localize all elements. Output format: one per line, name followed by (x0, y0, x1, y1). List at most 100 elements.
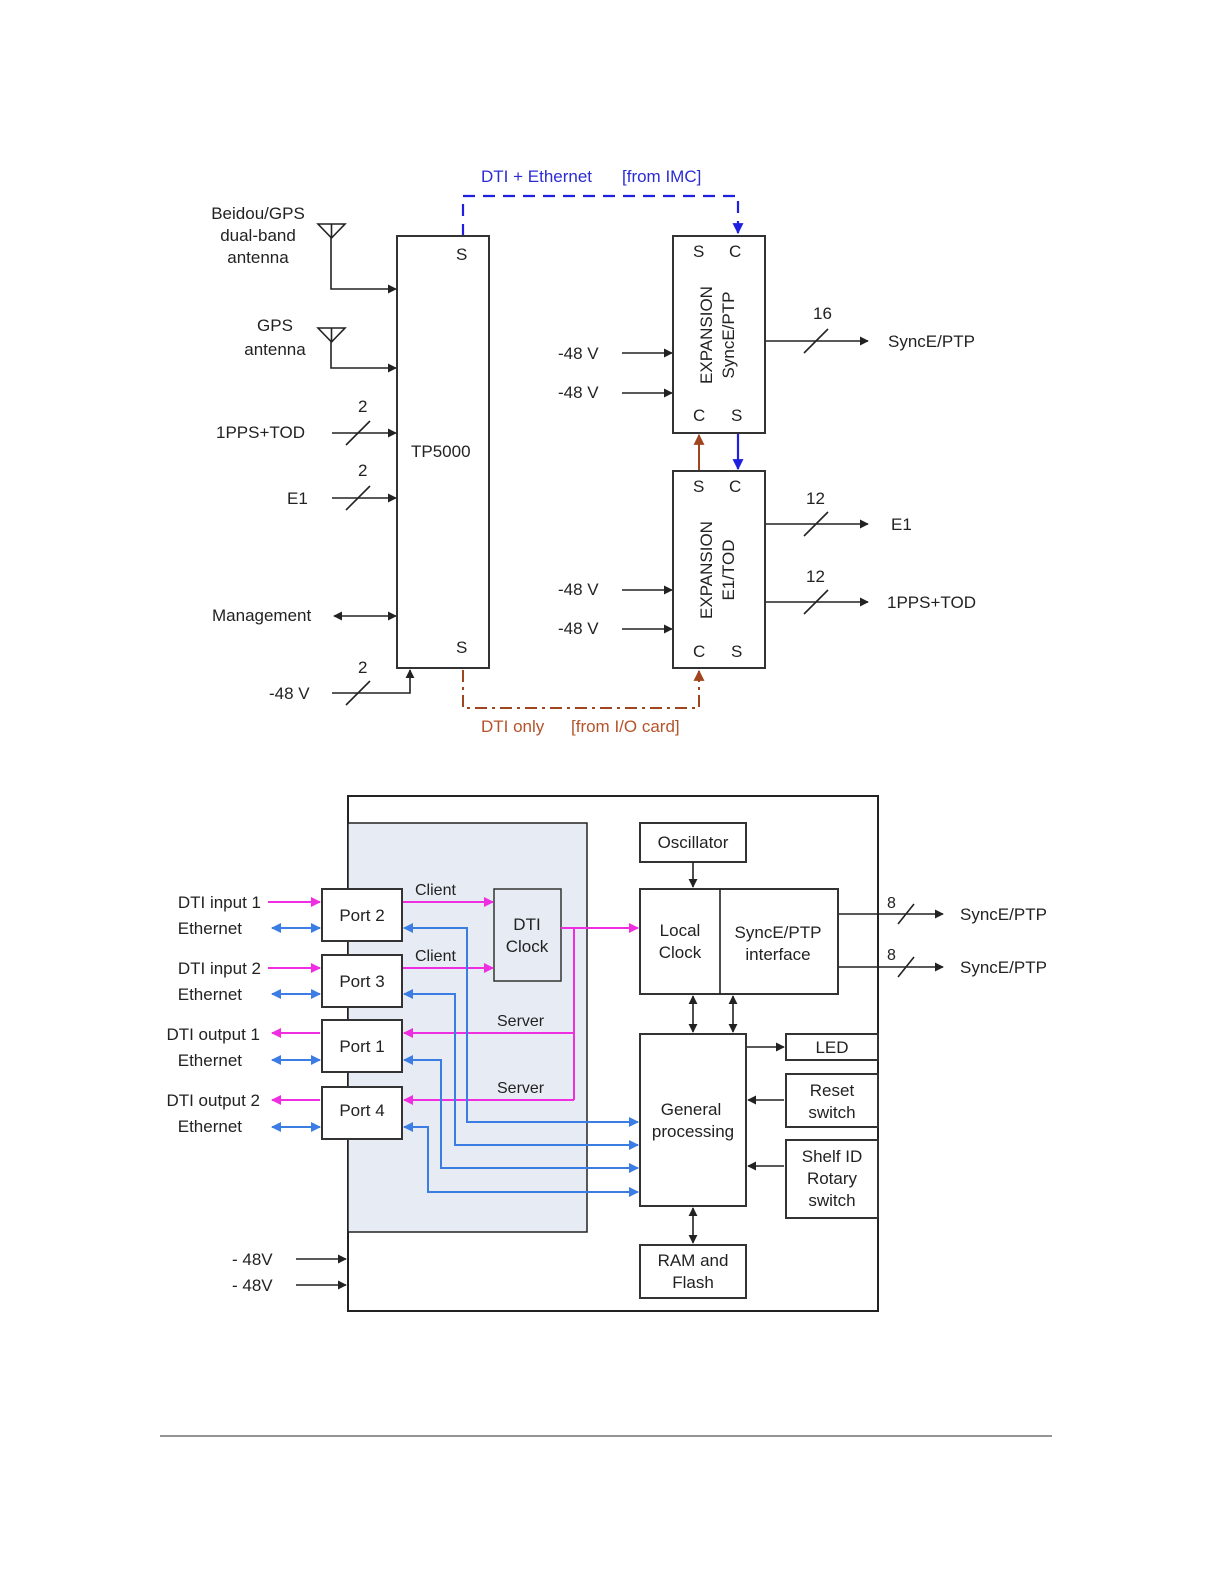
led-box (785, 1033, 879, 1061)
pps-output-count: 12 (806, 567, 825, 586)
port-3-box (321, 954, 403, 1008)
expansion-ptp-s-bottom: S (731, 406, 742, 425)
tp5000-label: TP5000 (411, 442, 471, 461)
expansion-ptp-box (672, 235, 766, 434)
dti-only-link (462, 669, 705, 709)
local-clock-line2: Clock (659, 943, 702, 962)
expansion-e1-s-bottom: S (731, 642, 742, 661)
e1-power-1-label: -48 V (558, 580, 599, 599)
board-power-1-label: - 48V (232, 1250, 273, 1269)
dti-ethernet-link (461, 194, 744, 236)
port-2-box (321, 888, 403, 942)
reset-switch-line1: Reset (810, 1081, 855, 1100)
e1-bus-slash (345, 485, 371, 511)
e1-output-slash (803, 511, 829, 537)
server-label-1: Server (497, 1013, 545, 1030)
tp5000-power-count: 2 (358, 658, 367, 677)
pps-tod-input-label: 1PPS+TOD (216, 423, 305, 442)
beidou-antenna-icon (316, 223, 347, 240)
reset-switch-box (785, 1073, 879, 1128)
port-4-label: Port 4 (339, 1101, 384, 1120)
expansion-ptp-label-line1: EXPANSION (697, 286, 716, 384)
port-3-label: Port 3 (339, 972, 384, 991)
from-imc-label: [from IMC] (622, 167, 701, 186)
tp5000-s-top: S (456, 245, 467, 264)
e1-input-label: E1 (287, 489, 308, 508)
synce-output-2-slash (897, 956, 915, 978)
clock-interface-box (639, 888, 839, 995)
from-io-card-label: [from I/O card] (571, 717, 680, 736)
diagram-expansion-board: Port 2 Port 3 Port 1 Port 4 DTI input 1 … (166, 795, 1047, 1312)
synce-output-slash (803, 328, 829, 354)
beidou-antenna-line3: antenna (227, 248, 289, 267)
shelf-id-line3: switch (808, 1191, 855, 1210)
client-label-1: Client (415, 882, 456, 899)
tp5000-power-slash (345, 680, 371, 706)
port-2-label: Port 2 (339, 906, 384, 925)
expansion-ptp-c-bottom: C (693, 406, 705, 425)
expansion-ptp-label-line2: SyncE/PTP (719, 292, 738, 379)
e1-output-label: E1 (891, 515, 912, 534)
dti-ethernet-label: DTI + Ethernet (481, 167, 592, 186)
pps-output-slash (803, 589, 829, 615)
client-label-2: Client (415, 948, 456, 965)
port-4-box (321, 1086, 403, 1140)
port-1-label: Port 1 (339, 1037, 384, 1056)
ram-flash-line1: RAM and (658, 1251, 729, 1270)
pps-tod-count: 2 (358, 397, 367, 416)
general-processing-line2: processing (652, 1122, 734, 1141)
shelf-id-line2: Rotary (807, 1169, 858, 1188)
expansion-e1-c-top: C (729, 477, 741, 496)
tp5000-power-label: -48 V (269, 684, 310, 703)
synce-output-1-count: 8 (887, 895, 896, 912)
gps-antenna-icon (316, 327, 347, 344)
pps-tod-bus-slash (345, 420, 371, 446)
dti-clock-box (493, 888, 562, 982)
synce-output-1-slash (897, 903, 915, 925)
ethernet-path-port-4 (403, 1122, 639, 1197)
port-1-box (321, 1019, 403, 1073)
tp5000-s-bottom: S (456, 638, 467, 657)
synce-output-1-label: SyncE/PTP (960, 905, 1047, 924)
dti-clock-line1: DTI (513, 915, 540, 934)
ethernet-port-3-label: Ethernet (178, 985, 243, 1004)
tp5000-power-arrow (332, 669, 415, 694)
dti-input-1-label: DTI input 1 (178, 893, 261, 912)
expansion-e1-box (672, 470, 766, 669)
pps-output-label: 1PPS+TOD (887, 593, 976, 612)
synce-output-count: 16 (813, 304, 832, 323)
general-processing-box (639, 1033, 747, 1207)
ptp-power-1-label: -48 V (558, 344, 599, 363)
local-clock-line1: Local (660, 921, 701, 940)
gps-antenna-link (330, 342, 397, 373)
dti-output-1-label: DTI output 1 (166, 1025, 260, 1044)
synce-output-2-label: SyncE/PTP (960, 958, 1047, 977)
expansion-e1-c-bottom: C (693, 642, 705, 661)
e1-output-count: 12 (806, 489, 825, 508)
synce-interface-line1: SyncE/PTP (735, 923, 822, 942)
shelf-id-switch-box (785, 1139, 879, 1219)
shelf-id-line1: Shelf ID (802, 1147, 862, 1166)
board-power-2-label: - 48V (232, 1276, 273, 1295)
expansion-e1-label-line1: EXPANSION (697, 521, 716, 619)
dti-input-2-label: DTI input 2 (178, 959, 261, 978)
e1-input-count: 2 (358, 461, 367, 480)
synce-output-label: SyncE/PTP (888, 332, 975, 351)
diagram-tp5000-expansion: DTI + Ethernet [from IMC] TP5000 S S Bei… (211, 167, 976, 736)
expansion-e1-label-line2: E1/TOD (719, 539, 738, 600)
gps-antenna-line1: GPS (257, 316, 293, 335)
ethernet-port-2-label: Ethernet (178, 919, 243, 938)
dti-only-label: DTI only (481, 717, 545, 736)
beidou-antenna-line1: Beidou/GPS (211, 204, 305, 223)
management-label: Management (212, 606, 312, 625)
tp5000-box (396, 235, 490, 669)
synce-output-2-count: 8 (887, 947, 896, 964)
beidou-antenna-link (330, 238, 397, 294)
gps-antenna-line2: antenna (244, 340, 306, 359)
dti-output-2-label: DTI output 2 (166, 1091, 260, 1110)
expansion-e1-s-top: S (693, 477, 704, 496)
ethernet-port-4-label: Ethernet (178, 1117, 243, 1136)
expansion-ptp-s-top: S (693, 242, 704, 261)
ptp-power-2-label: -48 V (558, 383, 599, 402)
